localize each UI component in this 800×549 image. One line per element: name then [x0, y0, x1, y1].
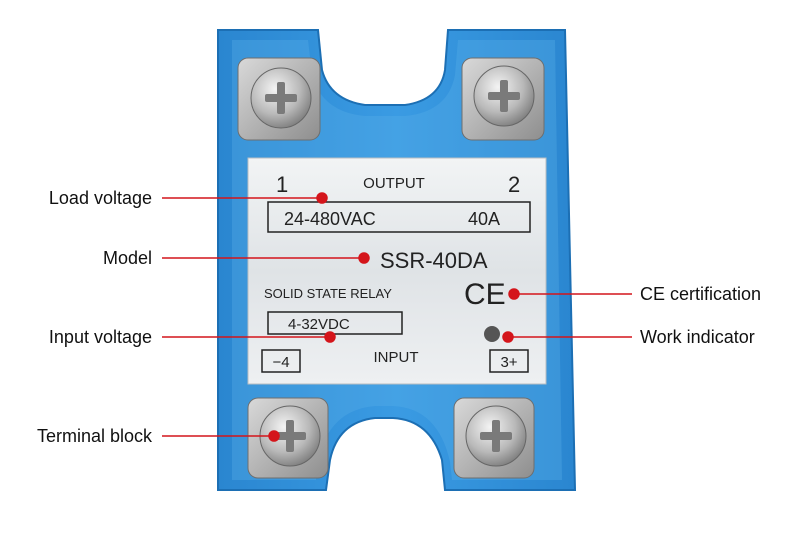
terminal-plus-box [489, 349, 529, 373]
callout-dot-load-voltage [316, 192, 328, 204]
output-heading: OUTPUT [363, 175, 425, 192]
work-indicator-led [484, 326, 500, 342]
terminal-screw-minus [247, 397, 329, 479]
terminal-2-number: 2 [508, 172, 520, 197]
callout-input-voltage: Input voltage [48, 327, 152, 347]
load-rating-box [267, 201, 531, 233]
callout-work-indicator: Work indicator [640, 327, 755, 347]
terminal-minus-text: −4 [272, 354, 289, 371]
callout-ce-certification: CE certification [640, 284, 762, 304]
terminal-minus-box [261, 349, 301, 373]
ce-mark: CE [464, 278, 506, 311]
callout-model: Model [102, 248, 152, 268]
load-current-text: 40A [468, 209, 500, 229]
load-voltage-text: 24-480VAC [284, 209, 376, 229]
callout-dot-terminal-block [268, 430, 280, 442]
input-voltage-box [267, 311, 403, 335]
relay-label-plate [247, 157, 547, 385]
terminal-1-number: 1 [276, 172, 288, 197]
model-text: SSR-40DA [380, 248, 488, 273]
terminal-plus-text: 3+ [500, 354, 517, 371]
input-voltage-text: 4-32VDC [288, 316, 350, 333]
terminal-screw-1 [237, 57, 321, 141]
callout-dot-input-voltage [324, 331, 336, 343]
relay-type-text: SOLID STATE RELAY [264, 286, 392, 301]
terminal-screw-2 [461, 57, 545, 141]
input-heading: INPUT [374, 349, 419, 366]
callout-dot-model [358, 252, 370, 264]
callout-terminal-block: Terminal block [36, 426, 152, 446]
callout-dot-work-indicator [502, 331, 514, 343]
terminal-screw-plus [453, 397, 535, 479]
callout-load-voltage: Load voltage [48, 188, 152, 208]
callout-dot-ce-certification [508, 288, 520, 300]
